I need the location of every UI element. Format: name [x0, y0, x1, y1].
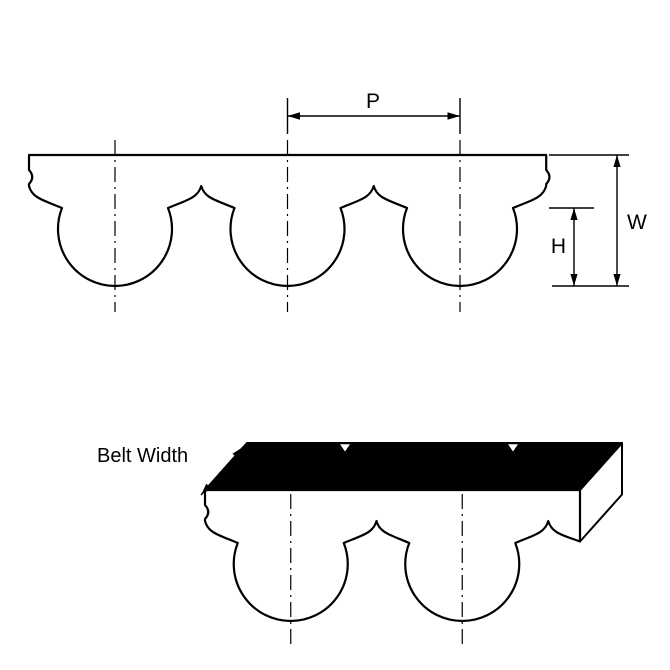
belt-top-face — [204, 442, 623, 491]
thickness-arrow-up-icon — [613, 155, 621, 167]
pitch-arrow-right-icon — [447, 112, 460, 120]
belt-width-label: Belt Width — [97, 445, 188, 467]
pitch-label: P — [366, 90, 380, 113]
top-face-notch-1 — [340, 444, 350, 452]
tooth-height-label: H — [551, 235, 566, 258]
tooth-height-arrow-up-icon — [570, 208, 578, 220]
tooth-height-arrow-down-icon — [570, 274, 578, 286]
belt-width-arrow-lower-icon — [201, 483, 212, 495]
thickness-label: W — [627, 211, 647, 234]
pitch-dimension: P — [286, 90, 461, 134]
belt-width-arrow-upper-icon — [232, 447, 243, 459]
top-face-notch-2 — [508, 444, 518, 452]
belt-width-annotation: Belt Width — [97, 445, 244, 496]
thickness-arrow-down-icon — [613, 274, 621, 286]
tooth-height-dimension: H — [549, 207, 594, 286]
thickness-dimension: W — [549, 154, 647, 287]
belt-cross-section-view: P W H — [27, 90, 647, 312]
pitch-arrow-left-icon — [287, 112, 300, 120]
belt-cross-section-profile — [27, 153, 551, 288]
belt-front-face-profile — [203, 488, 582, 623]
belt-perspective-view: Belt Width — [97, 442, 623, 646]
